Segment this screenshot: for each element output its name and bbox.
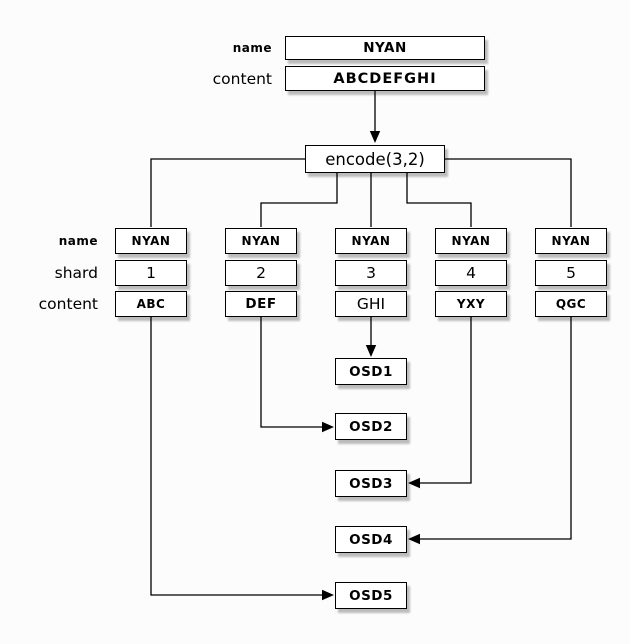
shard-2-content-box: DEF — [225, 291, 297, 317]
encode-label: encode(3,2) — [325, 149, 425, 169]
shard-1-content: ABC — [136, 297, 166, 311]
encode-node: encode(3,2) — [305, 145, 445, 173]
shard-2-content: DEF — [245, 296, 277, 312]
shard-3-content: GHI — [356, 295, 386, 313]
shard-4-content-box: YXY — [435, 291, 507, 317]
shard-5-name-box: NYAN — [535, 228, 607, 254]
osd4-label: OSD4 — [349, 531, 393, 548]
shard-5-content-box: QGC — [535, 291, 607, 317]
osd3-node: OSD3 — [335, 470, 407, 497]
shard-1-number-box: 1 — [115, 260, 187, 286]
shard-3-number-box: 3 — [335, 260, 407, 286]
osd1-label: OSD1 — [349, 363, 393, 380]
shard-4-name: NYAN — [451, 234, 491, 248]
edge-shard1-to-osd5 — [150, 317, 334, 601]
shard-4-content: YXY — [456, 297, 486, 311]
shard-3-number: 3 — [366, 264, 376, 282]
shard-5-number-box: 5 — [535, 260, 607, 286]
edge-encode-to-shard4 — [406, 173, 472, 227]
shard-5-content: QGC — [555, 297, 587, 311]
edge-encode-to-shard2 — [260, 173, 338, 227]
shard-2-number-box: 2 — [225, 260, 297, 286]
shard-1-content-box: ABC — [115, 291, 187, 317]
row-label-name: name — [58, 234, 98, 248]
source-content-box: ABCDEFGHI — [285, 66, 485, 91]
shard-1-name: NYAN — [131, 234, 171, 248]
shard-2-number: 2 — [256, 264, 266, 282]
osd3-label: OSD3 — [349, 475, 393, 492]
shard-4-name-box: NYAN — [435, 228, 507, 254]
source-content-label: content — [212, 69, 272, 88]
osd1-node: OSD1 — [335, 358, 407, 385]
shard-2-name-box: NYAN — [225, 228, 297, 254]
row-label-shard: shard — [54, 264, 98, 282]
shard-1-number: 1 — [146, 264, 156, 282]
shard-4-number-box: 4 — [435, 260, 507, 286]
row-label-content: content — [38, 295, 98, 313]
osd2-node: OSD2 — [335, 413, 407, 440]
shard-3-name: NYAN — [351, 234, 391, 248]
source-name-label: name — [232, 41, 272, 55]
shard-3-name-box: NYAN — [335, 228, 407, 254]
osd4-node: OSD4 — [335, 526, 407, 553]
shard-2-name: NYAN — [241, 234, 281, 248]
edge-shard4-to-osd3 — [408, 317, 472, 489]
source-name-box: NYAN — [285, 36, 485, 60]
source-content-value: ABCDEFGHI — [333, 70, 437, 87]
osd5-label: OSD5 — [349, 587, 393, 604]
edge-shard2-to-osd2 — [260, 317, 334, 433]
edge-shard5-to-osd4 — [408, 317, 572, 545]
edge-encode-to-shard1 — [150, 158, 305, 227]
edge-encode-to-shard5 — [445, 158, 572, 227]
shard-5-name: NYAN — [551, 234, 591, 248]
shard-5-number: 5 — [566, 264, 576, 282]
shard-1-name-box: NYAN — [115, 228, 187, 254]
shard-3-content-box: GHI — [335, 291, 407, 317]
source-name-value: NYAN — [363, 40, 407, 56]
osd5-node: OSD5 — [335, 582, 407, 609]
osd2-label: OSD2 — [349, 418, 393, 435]
shard-4-number: 4 — [466, 264, 476, 282]
